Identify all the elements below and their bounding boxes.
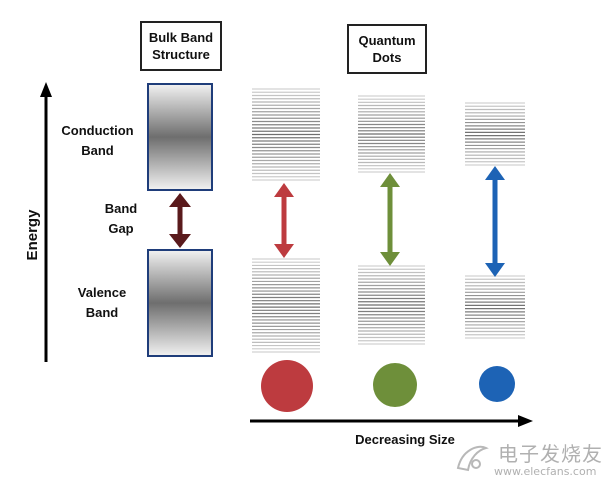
- large-quantum-dot: [261, 360, 313, 412]
- quantum-dots-header: Quantum Dots: [347, 24, 427, 74]
- conduction-levels-col-2: [358, 95, 425, 173]
- header-line: Quantum: [358, 33, 416, 48]
- valence-levels-col-1: [252, 258, 320, 353]
- energy-axis-label: Energy: [24, 209, 41, 261]
- label-line: Valence: [77, 285, 127, 300]
- small-quantum-dot: [479, 366, 515, 402]
- label-line: Conduction: [61, 123, 134, 138]
- quantum-dot-energy-levels: [252, 88, 525, 353]
- bulk-band-structure-header: Bulk Band Structure: [140, 21, 222, 71]
- conduction-levels-col-1: [252, 88, 320, 181]
- label-line: Band: [104, 201, 138, 216]
- watermark-url: www.elecfans.com: [494, 465, 597, 478]
- header-line: Bulk Band: [148, 30, 214, 45]
- conduction-levels-col-3: [465, 102, 525, 166]
- valence-band-label: Valence Band: [68, 283, 136, 323]
- label-line: Band: [81, 143, 114, 158]
- decreasing-size-label: Decreasing Size: [355, 432, 455, 447]
- quantum-dot-spheres: [261, 360, 515, 412]
- label-line: Band: [85, 305, 119, 320]
- small-dot-gap-arrow: [485, 166, 505, 277]
- watermark-cn-text: 电子发烧友: [498, 442, 603, 466]
- medium-dot-gap-arrow: [380, 173, 400, 266]
- conduction-band-label: Conduction Band: [50, 121, 145, 161]
- band-gap-label: Band Gap: [96, 199, 146, 239]
- valence-levels-col-3: [465, 275, 525, 339]
- medium-quantum-dot: [373, 363, 417, 407]
- bulk-valence-band: [147, 249, 213, 357]
- energy-axis: [40, 82, 52, 362]
- band-gap-arrows: [169, 166, 505, 277]
- bulk-band-gap-arrow: [169, 193, 191, 248]
- label-line: Gap: [108, 221, 134, 236]
- header-line: Dots: [372, 50, 402, 65]
- bulk-conduction-band: [147, 83, 213, 191]
- header-line: Structure: [152, 47, 210, 62]
- large-dot-gap-arrow: [274, 183, 294, 258]
- watermark-logo-icon: [452, 438, 492, 478]
- size-axis: [250, 415, 533, 427]
- valence-levels-col-2: [358, 265, 425, 345]
